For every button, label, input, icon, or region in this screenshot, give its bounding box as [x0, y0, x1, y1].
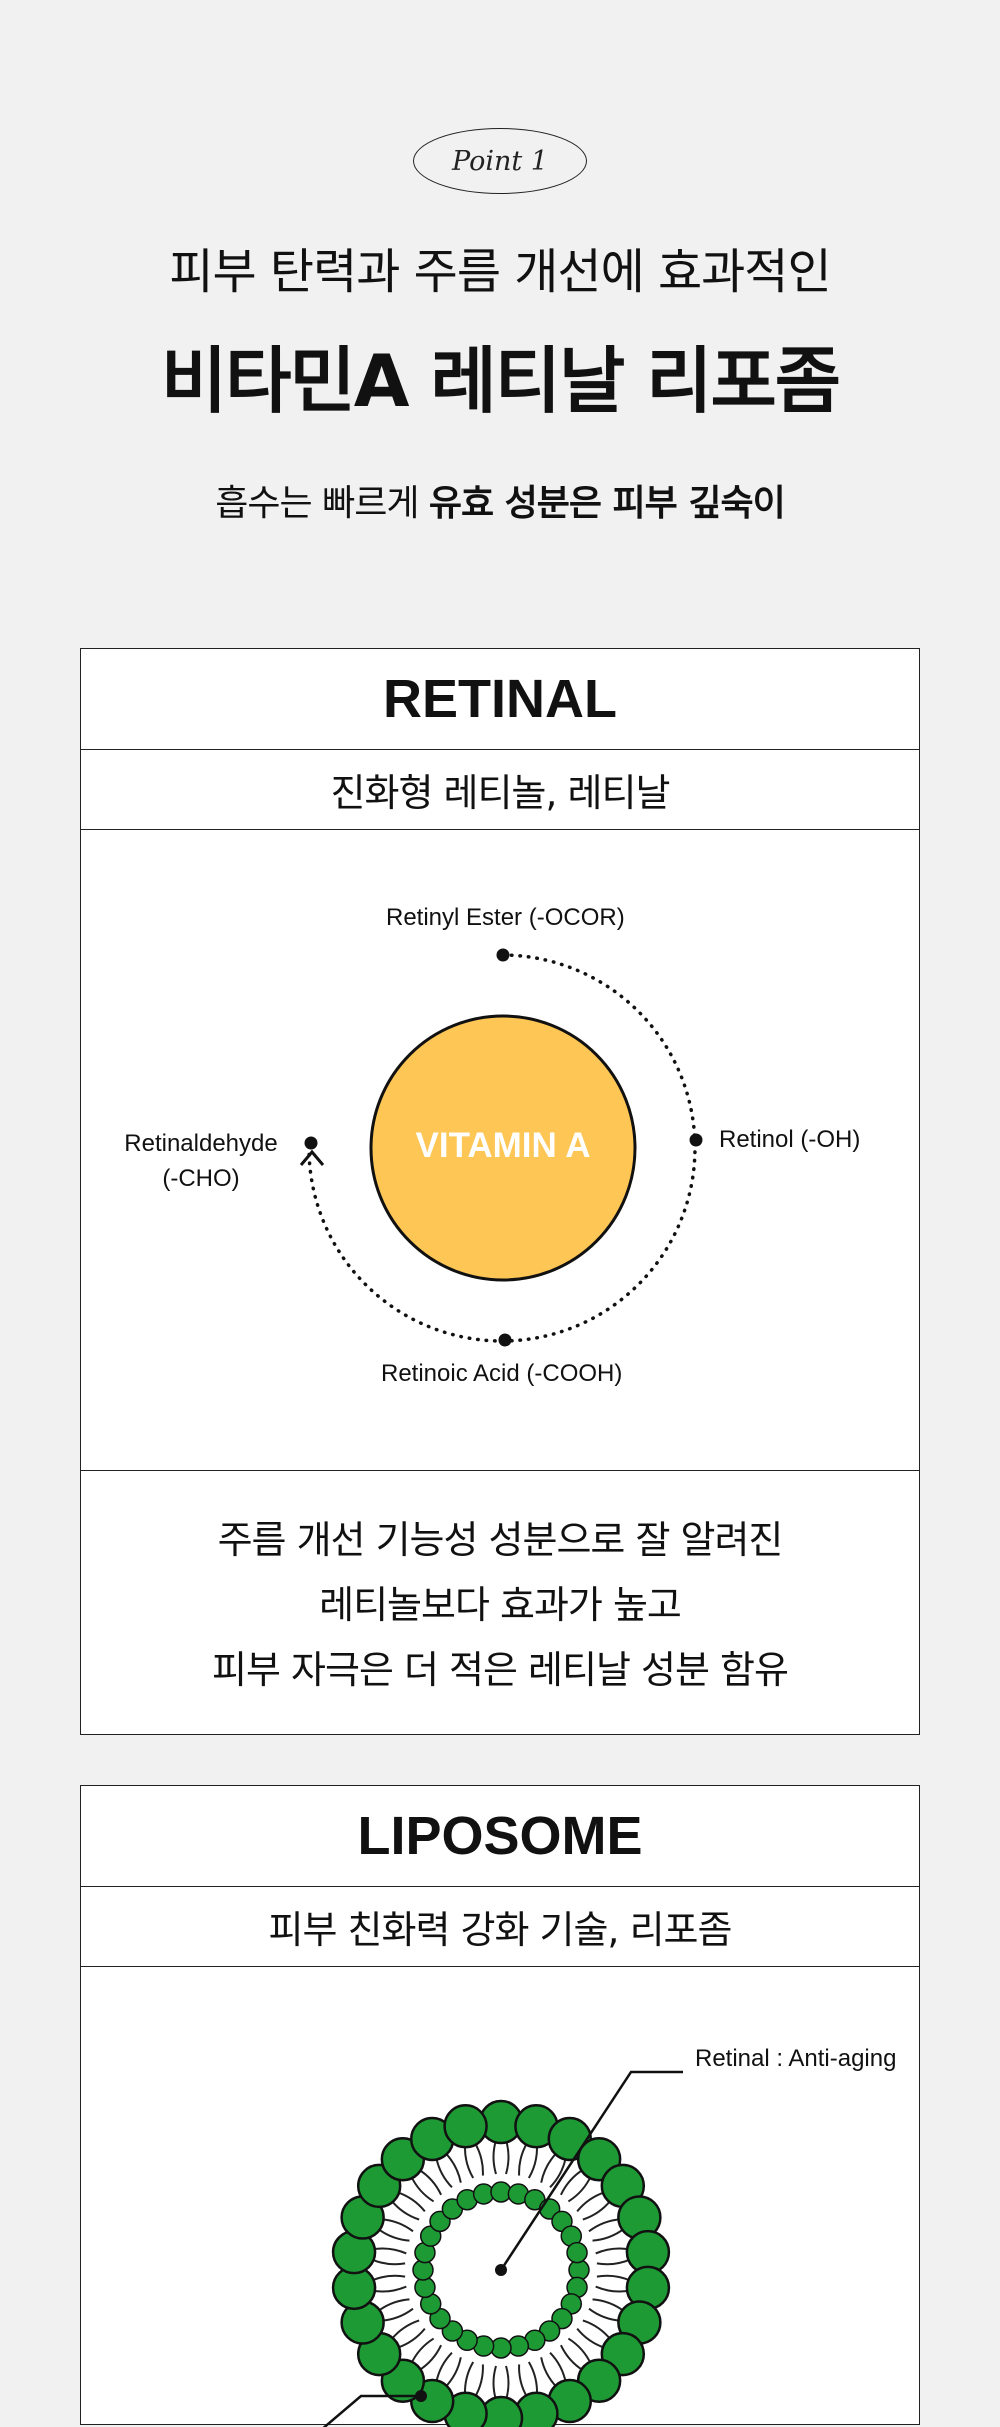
lipid-tail — [377, 2227, 410, 2242]
point-badge-text: Point 1 — [452, 145, 548, 177]
lipid-tail — [582, 2199, 612, 2221]
lipid-tail — [377, 2298, 410, 2313]
lipid-tail — [473, 2364, 484, 2398]
node-dot-bottom — [498, 1333, 512, 1347]
liposome-card: LIPOSOME 피부 친화력 강화 기술, 리포좀 Retinal : Ant… — [80, 1785, 920, 2427]
liposome-heading: LIPOSOME — [81, 1786, 919, 1887]
lipid-head-outer — [443, 2104, 488, 2149]
label-retinal-anti-aging: Retinal : Anti-aging — [695, 2045, 897, 2072]
callout-dot — [495, 2264, 507, 2276]
lipid-tail — [595, 2247, 630, 2255]
label-retinaldehyde-line2: (-CHO) — [162, 1165, 240, 1192]
liposome-diagram: Retinal : Anti-aging — [81, 1967, 919, 2427]
label-retinaldehyde: Retinaldehyde (-CHO) — [121, 1126, 281, 1196]
lipid-tail — [588, 2307, 621, 2322]
lipid-tail — [444, 2151, 462, 2183]
label-retinaldehyde-line1: Retinaldehyde — [124, 1130, 278, 1157]
node-dot-left — [304, 1136, 318, 1150]
lipid-tail — [444, 2357, 462, 2389]
liposome-subheading: 피부 친화력 강화 기술, 리포좀 — [81, 1887, 919, 1967]
lipid-tail — [370, 2274, 406, 2282]
lipid-tail — [518, 2364, 529, 2398]
tagline-bold: 유효 성분은 피부 깊숙이 — [428, 483, 786, 524]
lipid-tail — [582, 2319, 612, 2341]
cycle-arrow-icon — [299, 1149, 325, 1166]
lipid-tail — [381, 2218, 414, 2233]
callout-line — [499, 2070, 683, 2271]
lipid-tail — [372, 2285, 407, 2293]
lipid-tail — [463, 2361, 475, 2396]
lipid-head-inner — [566, 2241, 588, 2264]
lipid-tail — [435, 2157, 453, 2189]
lipid-tail — [381, 2307, 414, 2322]
node-dot-top — [496, 948, 510, 962]
lipid-tail — [527, 2361, 539, 2396]
liposome-svg — [322, 2070, 683, 2427]
lipid-tail — [527, 2144, 539, 2179]
retinal-description: 주름 개선 기능성 성분으로 잘 알려진 레티놀보다 효과가 높고 피부 자극은… — [81, 1470, 919, 1695]
vitamin-a-cycle-svg — [299, 948, 703, 1347]
lipid-tail — [576, 2328, 606, 2349]
tagline-plain: 흡수는 빠르게 — [215, 483, 429, 524]
lipid-tail — [372, 2247, 407, 2255]
lipid-tail — [473, 2142, 484, 2176]
page-title: 비타민A 레티날 리포좀 — [160, 339, 841, 423]
label-retinol: Retinol (-OH) — [719, 1126, 861, 1153]
lipid-tail — [492, 2139, 497, 2175]
vitamin-a-circle — [369, 1014, 637, 1282]
label-retinyl-ester: Retinyl Ester (-OCOR) — [386, 904, 625, 931]
lipid-tail — [549, 2351, 567, 2383]
vitamin-a-cycle-diagram: VITAMIN A Retinyl Ester (-OCOR) Retinol … — [81, 830, 919, 1470]
lipid-tail — [505, 2365, 510, 2401]
lipid-tail — [576, 2191, 606, 2212]
lipid-tail — [396, 2191, 426, 2212]
retinal-subheading: 진화형 레티놀, 레티날 — [81, 750, 919, 830]
lipid-tail — [396, 2328, 426, 2349]
lipid-tail — [588, 2218, 621, 2233]
lipid-tail — [596, 2258, 632, 2266]
lipid-tail — [540, 2151, 558, 2183]
lipid-tail — [592, 2227, 625, 2242]
lipid-tail — [370, 2258, 406, 2266]
node-dot-right — [689, 1133, 703, 1147]
retinal-desc-line-2: 레티놀보다 효과가 높고 — [319, 1583, 682, 1627]
vitamin-a-label: VITAMIN A — [415, 1126, 591, 1165]
retinal-card: RETINAL 진화형 레티놀, 레티날 VITAMIN A Retinyl E… — [80, 648, 920, 1735]
lipid-tail — [518, 2142, 529, 2176]
lipid-tail — [463, 2144, 475, 2179]
point-badge: Point 1 — [413, 128, 587, 194]
label-retinoic-acid: Retinoic Acid (-COOH) — [381, 1360, 623, 1387]
lipid-tail — [540, 2357, 558, 2389]
page-subtitle: 피부 탄력과 주름 개선에 효과적인 — [169, 244, 831, 300]
retinal-heading: RETINAL — [81, 649, 919, 750]
retinal-desc-line-1: 주름 개선 기능성 성분으로 잘 알려진 — [217, 1518, 784, 1562]
lipid-tail — [596, 2274, 632, 2282]
lipid-tail — [390, 2199, 420, 2221]
lipid-tail — [505, 2139, 510, 2175]
lipid-tail — [435, 2351, 453, 2383]
lipid-tail — [595, 2285, 630, 2293]
callout-dot-2 — [415, 2390, 427, 2402]
lipid-tail — [492, 2365, 497, 2401]
lipid-tail — [592, 2298, 625, 2313]
retinal-desc-line-3: 피부 자극은 더 적은 레티날 성분 함유 — [212, 1648, 789, 1692]
cycle-dotted-path — [307, 953, 697, 1343]
tagline: 흡수는 빠르게 유효 성분은 피부 깊숙이 — [0, 474, 1000, 526]
lipid-tail — [390, 2319, 420, 2341]
